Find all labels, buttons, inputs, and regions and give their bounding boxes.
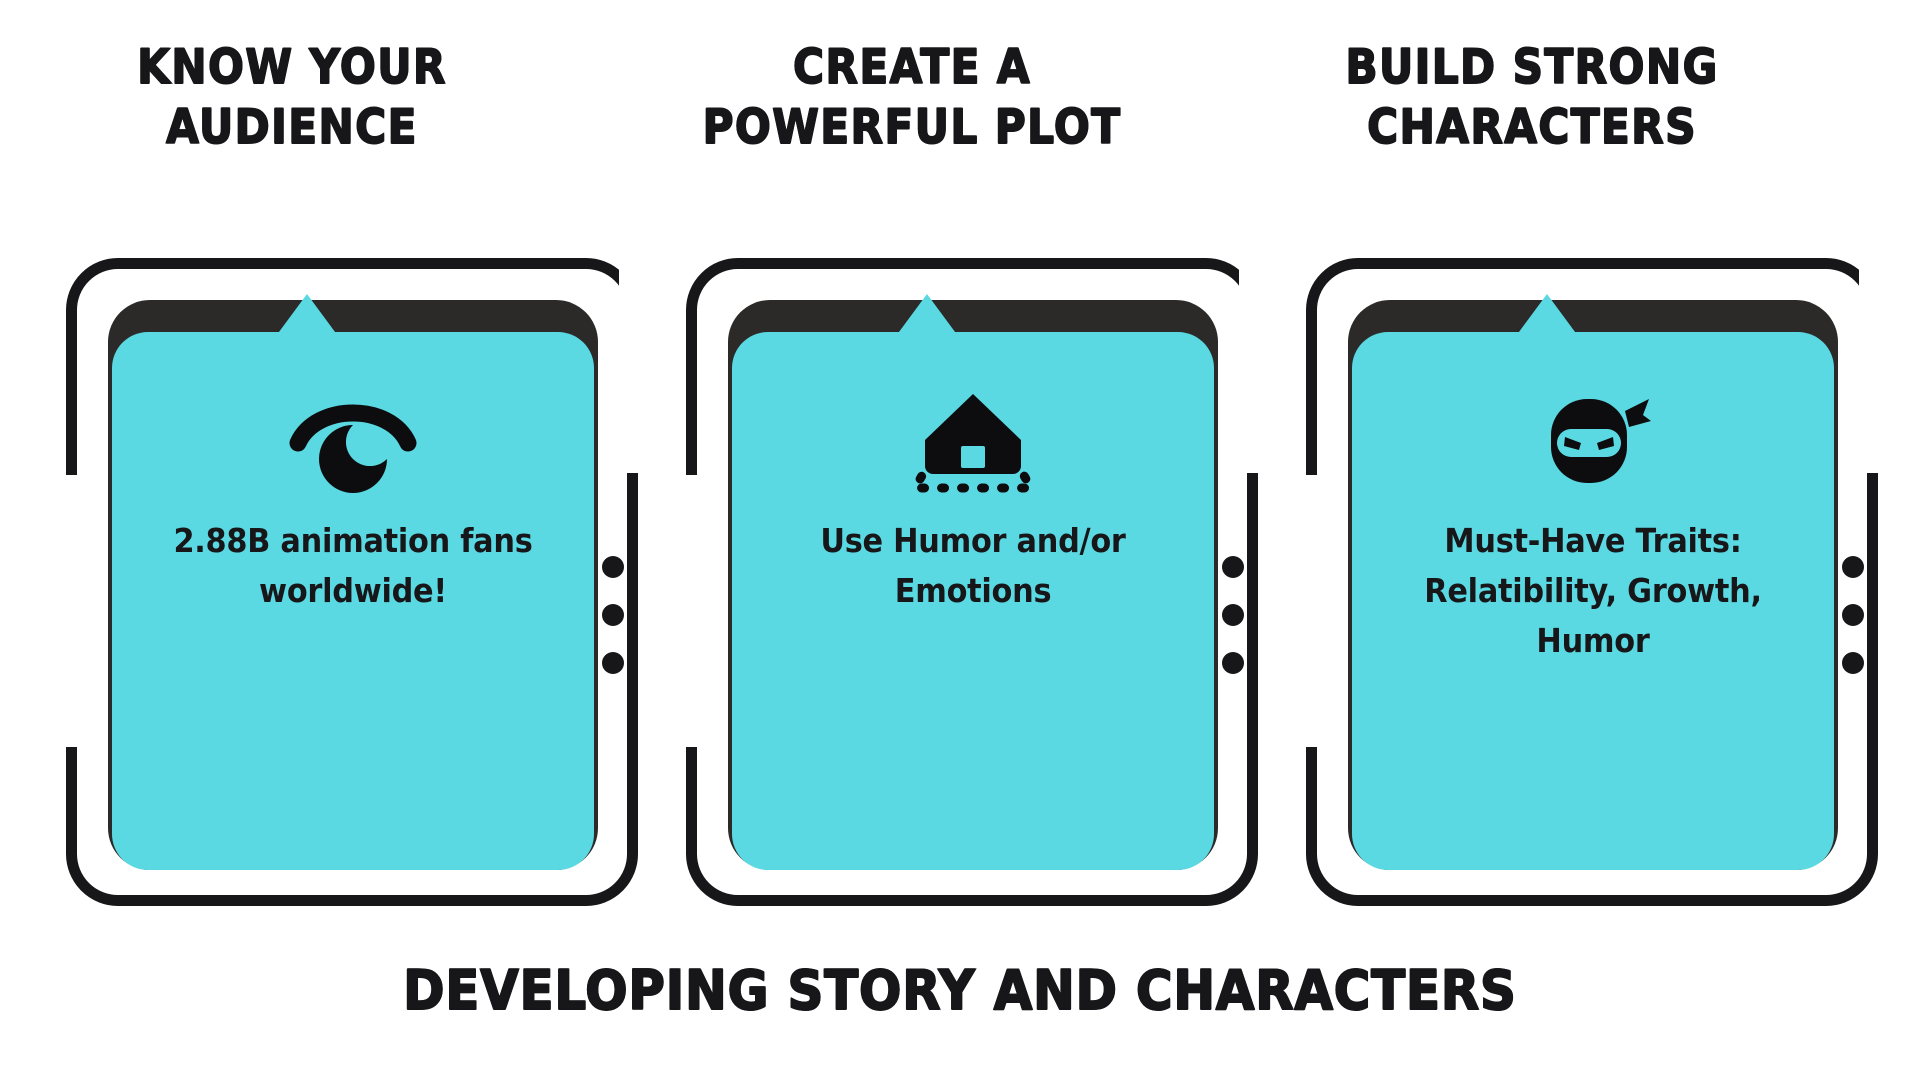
connector-dot (1222, 652, 1244, 674)
eye-icon (112, 366, 594, 516)
connector-dot (602, 652, 624, 674)
card-body[interactable]: Must-Have Traits: Relatibility, Growth, … (1352, 332, 1834, 870)
connector-dots (602, 556, 624, 674)
card-body-text: Must-Have Traits: Relatibility, Growth, … (1424, 521, 1762, 661)
outer-bracket-frame (1299, 251, 1885, 906)
card-notch-peak (276, 294, 338, 344)
house-blueprint-icon (732, 366, 1214, 516)
connector-dot (1842, 556, 1864, 578)
step-card-build-strong-characters[interactable]: BUILD STRONG CHARACTERS (1270, 0, 1890, 930)
card-notch-peak (1516, 294, 1578, 344)
bracket-gap-right (1239, 251, 1265, 473)
bracket-gap-left (59, 475, 85, 747)
step-card-know-your-audience[interactable]: KNOW YOUR AUDIENCE 2.88B animation fans … (30, 0, 650, 930)
step-heading-line2: AUDIENCE (165, 99, 418, 156)
connector-dot (1842, 604, 1864, 626)
connector-dots (1842, 556, 1864, 674)
outer-bracket-frame (679, 251, 1265, 906)
footer-caption: DEVELOPING STORY AND CHARACTERS (402, 958, 1517, 1023)
step-card-create-a-powerful-plot[interactable]: CREATE A POWERFUL PLOT (650, 0, 1270, 930)
card-body[interactable]: Use Humor and/or Emotions (732, 332, 1214, 870)
connector-dots (1222, 556, 1244, 674)
step-heading: CREATE A POWERFUL PLOT (676, 38, 1148, 158)
connector-dot (1842, 652, 1864, 674)
connector-dot (602, 556, 624, 578)
card-body-text: 2.88B animation fans worldwide! (173, 521, 533, 611)
steps-row: KNOW YOUR AUDIENCE 2.88B animation fans … (30, 0, 1890, 930)
connector-dot (602, 604, 624, 626)
connector-dot (1222, 604, 1244, 626)
step-heading-line1: BUILD STRONG (1345, 39, 1719, 96)
step-heading-line2: CHARACTERS (1366, 99, 1697, 156)
card-body-text: Use Humor and/or Emotions (820, 521, 1126, 611)
bracket-gap-left (679, 475, 705, 747)
bracket-gap-right (619, 251, 645, 473)
outer-bracket-frame (59, 251, 645, 906)
card-notch-peak (896, 294, 958, 344)
ninja-icon (1352, 366, 1834, 516)
card-body[interactable]: 2.88B animation fans worldwide! (112, 332, 594, 870)
connector-dot (1222, 556, 1244, 578)
step-heading-line1: CREATE A (792, 39, 1031, 96)
step-heading-line1: KNOW YOUR (136, 39, 447, 96)
step-heading-line2: POWERFUL PLOT (702, 99, 1122, 156)
bracket-gap-right (1859, 251, 1885, 473)
step-heading: BUILD STRONG CHARACTERS (1296, 38, 1768, 158)
bracket-gap-left (1299, 475, 1325, 747)
step-heading: KNOW YOUR AUDIENCE (56, 38, 528, 158)
